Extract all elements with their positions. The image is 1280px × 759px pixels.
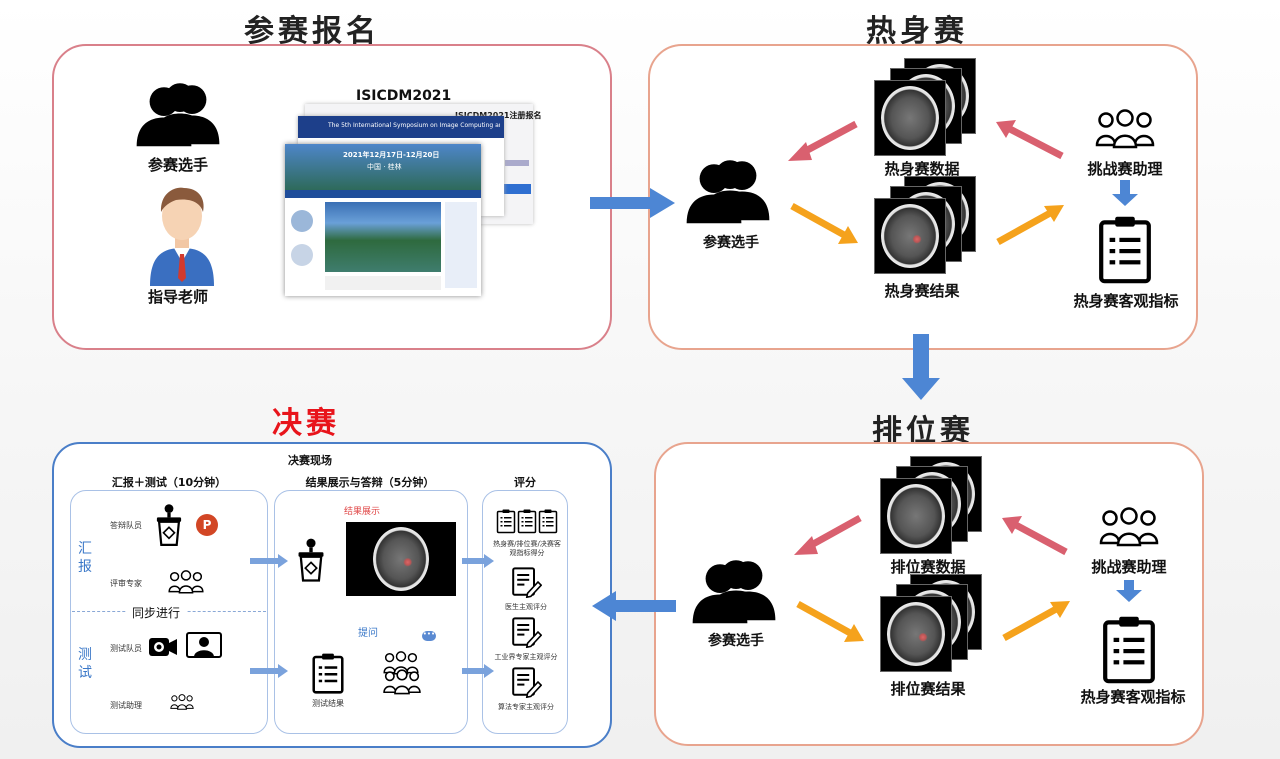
arrow-registration-to-warmup: [590, 188, 675, 218]
ranking-assistant-label: 挑战赛助理: [1091, 558, 1167, 576]
arrow-ranking-to-final: [592, 591, 676, 621]
arrow-final-result-to-score: [462, 554, 494, 568]
website-date-text: 2021年12月17日-12月20日: [343, 151, 440, 159]
test-vertical-label: 测试: [78, 647, 92, 681]
arrow-final-test-to-score: [462, 664, 494, 678]
final-col3-title: 评分: [514, 476, 536, 489]
teacher-avatar-icon: [150, 187, 214, 286]
ranking-data-ct-stack: [876, 456, 986, 566]
chat-bubble-icon: •••: [422, 631, 436, 641]
report-vertical-label: 汇报: [78, 541, 92, 575]
website-front-card: 2021年12月17日-12月20日 中国 · 桂林: [285, 144, 481, 296]
teacher-label: 指导老师: [147, 288, 209, 306]
website-banner-text: The 5th International Symposium on Image…: [328, 122, 500, 129]
warmup-data-ct-stack: [870, 58, 980, 168]
video-camera-icon: [149, 638, 177, 656]
website-landscape-image: [325, 202, 441, 272]
warmup-result-ct-stack: [870, 176, 980, 286]
registration-title: 参赛报名: [244, 14, 380, 49]
arrow-ranking-assistant-to-data: [1012, 520, 1068, 556]
ranking-result-ct-stack: [876, 574, 986, 684]
arrow-warmup-data-to-participant: [798, 120, 858, 158]
arrow-ranking-result-to-assistant: [1002, 604, 1060, 642]
ranking-data-label: 排位赛数据: [890, 558, 966, 576]
website-title: ISICDM2021: [356, 88, 452, 104]
arrow-warmup-result-to-assistant: [996, 208, 1054, 246]
website-location-text: 中国 · 桂林: [367, 163, 402, 171]
ranking-result-label: 排位赛结果: [890, 680, 966, 698]
final-col2-title: 结果展示与答辩（5分钟）: [305, 476, 435, 489]
score-item-algorithm: 算法专家主观评分: [498, 703, 554, 711]
score-item-doctor: 医生主观评分: [505, 603, 547, 611]
arrow-final-test-to-result: [250, 664, 288, 678]
arrow-warmup-participant-to-result: [790, 202, 848, 240]
website-side-title: ISICDM2021注册报名: [455, 110, 541, 121]
arrow-warmup-assistant-to-metric: [1112, 180, 1138, 206]
sync-label: 同步进行: [126, 604, 187, 621]
test-assistant-label: 测试助理: [110, 701, 142, 710]
warmup-assistant-label: 挑战赛助理: [1087, 160, 1163, 178]
warmup-title: 热身赛: [866, 14, 968, 49]
arrow-ranking-participant-to-result: [796, 600, 854, 638]
warmup-result-label: 热身赛结果: [884, 282, 960, 300]
warmup-data-label: 热身赛数据: [884, 160, 960, 178]
test-result-label: 测试结果: [312, 699, 344, 708]
final-title: 决赛: [272, 406, 340, 441]
arrow-warmup-to-ranking: [902, 334, 940, 400]
powerpoint-icon: P: [196, 514, 218, 536]
test-member-label: 测试队员: [110, 644, 142, 653]
warmup-participant-label: 参赛选手: [703, 235, 759, 251]
arrow-ranking-assistant-to-metric: [1116, 580, 1142, 602]
ranking-metric-label: 热身赛客观指标: [1080, 688, 1186, 706]
arrow-ranking-data-to-participant: [804, 514, 862, 552]
final-venue-title: 决赛现场: [288, 454, 332, 467]
result-show-label: 结果展示: [344, 507, 381, 517]
score-item-industry: 工业界专家主观评分: [494, 653, 558, 661]
website-logo-icon: [291, 210, 313, 232]
monitor-user-icon: [186, 632, 222, 658]
final-col1-title: 汇报＋测试（10分钟）: [111, 476, 227, 489]
warmup-metric-label: 热身赛客观指标: [1073, 292, 1179, 310]
arrow-warmup-assistant-to-data: [1006, 124, 1064, 160]
registration-participant-label: 参赛选手: [147, 156, 209, 174]
team-report-label: 答辩队员: [110, 521, 142, 530]
arrow-final-report-to-result: [250, 554, 288, 568]
result-ct-image: [346, 522, 456, 596]
review-expert-label: 评审专家: [110, 579, 142, 588]
score-item-objective: 热身赛/排位赛/决赛客观指标得分: [493, 540, 561, 557]
ranking-participant-label: 参赛选手: [708, 633, 764, 649]
question-label: 提问: [358, 628, 378, 639]
